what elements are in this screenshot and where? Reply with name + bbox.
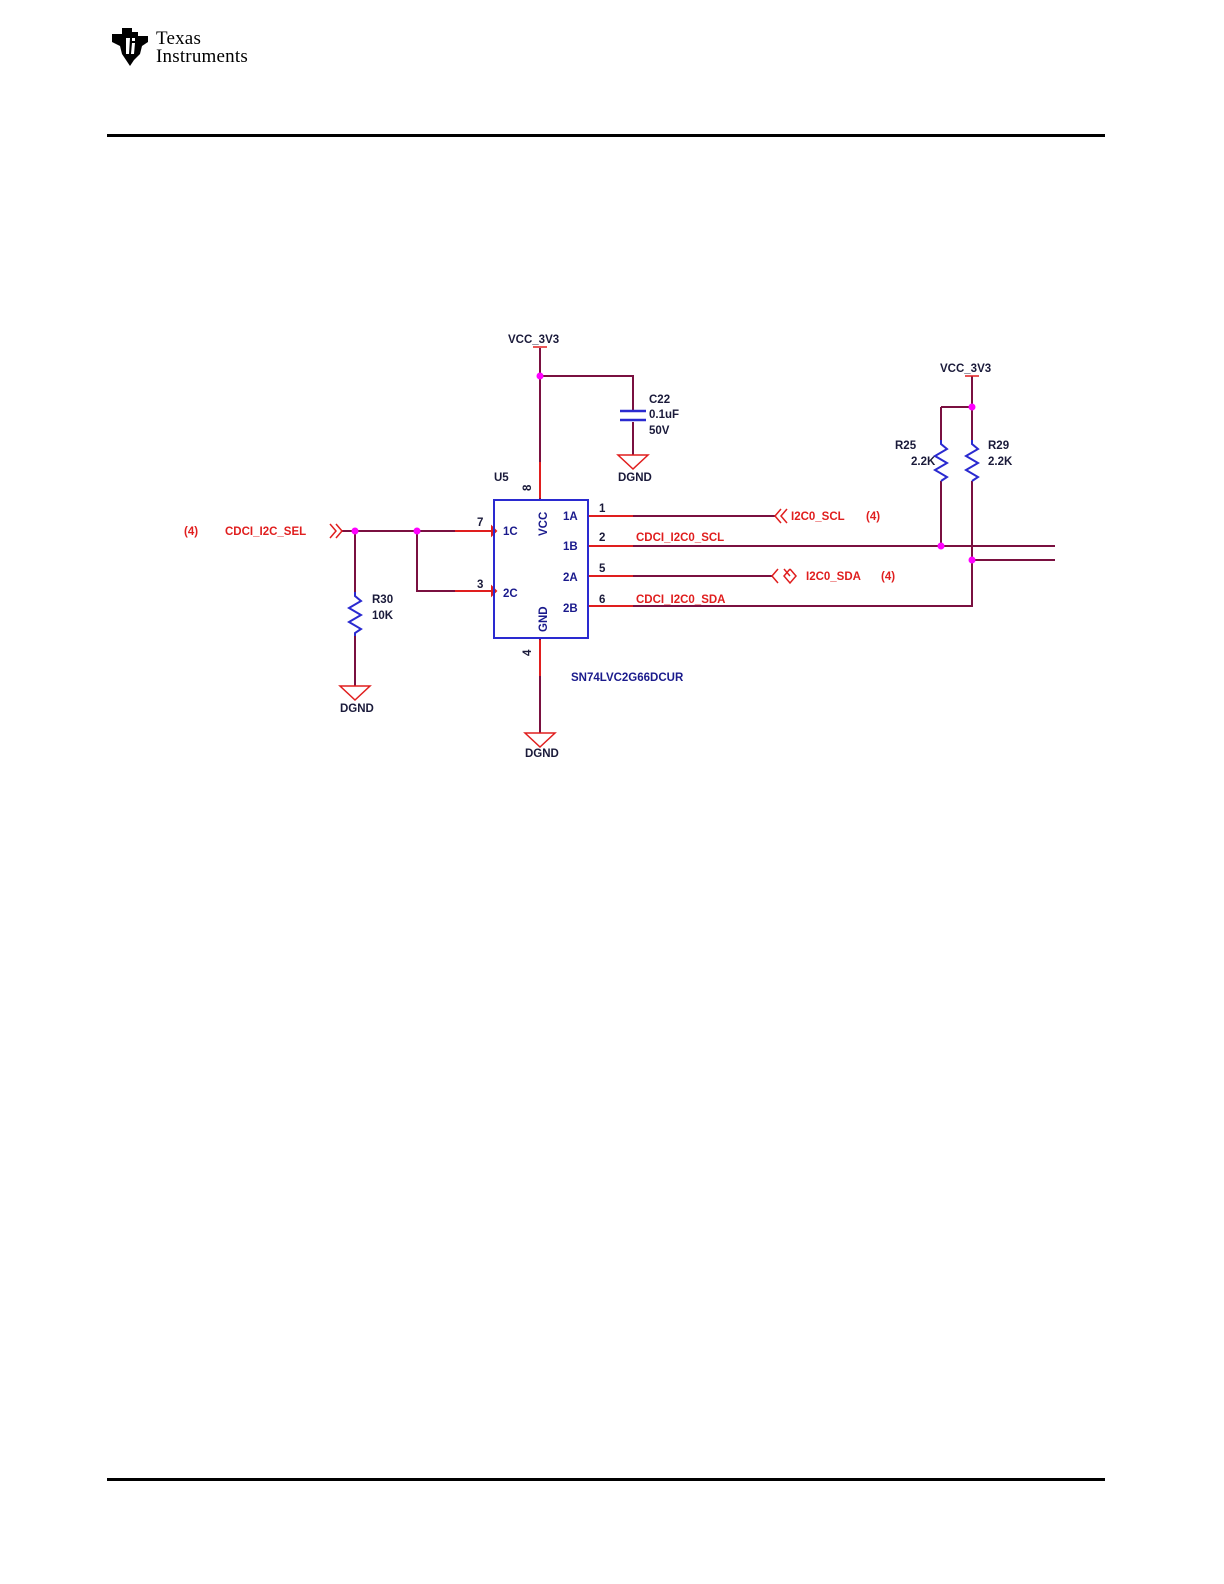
pin-stubs	[455, 462, 633, 676]
c22-value: 0.1uF	[649, 409, 679, 421]
pin-1a-label: 1A	[563, 511, 578, 523]
c22-voltage: 50V	[649, 425, 670, 437]
r29-resistor	[966, 440, 978, 481]
cdci-scl-label: CDCI_I2C0_SCL	[636, 532, 724, 544]
r25-value: 2.2K	[911, 456, 936, 468]
gnd-cap-icon	[618, 455, 648, 469]
gnd-r30-icon	[340, 686, 370, 700]
sda-port-icon	[772, 569, 796, 583]
pin-1b-label: 1B	[563, 541, 578, 553]
pin-1c-label: 1C	[503, 526, 518, 538]
pin-num-1a: 1	[599, 503, 606, 515]
pin-vcc-label: VCC	[538, 512, 550, 536]
pin-2b-label: 2B	[563, 603, 578, 615]
r25-ref: R25	[895, 440, 917, 452]
c22-ref: C22	[649, 394, 670, 406]
sel-net-label: CDCI_I2C_SEL	[225, 526, 306, 538]
pin-num-vcc: 8	[522, 484, 534, 491]
gnd-ic-icon	[525, 733, 555, 747]
footer-rule	[107, 1478, 1105, 1481]
u5-part: SN74LVC2G66DCUR	[571, 672, 684, 684]
power-stubs	[533, 347, 979, 376]
r30-ref: R30	[372, 594, 393, 606]
vcc-top-label: VCC_3V3	[508, 334, 559, 346]
sel-port-icon	[330, 524, 342, 538]
sda-ref: (4)	[881, 571, 895, 583]
sel-ref: (4)	[184, 526, 198, 538]
pin-num-2a: 5	[599, 563, 606, 575]
c22-capacitor	[620, 411, 646, 420]
pin-2a-label: 2A	[563, 572, 578, 584]
u5-ref: U5	[494, 472, 509, 484]
r30-value: 10K	[372, 610, 394, 622]
scl-port-label: I2C0_SCL	[791, 511, 845, 523]
pin-num-gnd: 4	[522, 649, 534, 656]
scl-port-icon	[775, 509, 787, 523]
r29-value: 2.2K	[988, 456, 1013, 468]
pin-gnd-label: GND	[538, 606, 550, 632]
gnd-ic-label: DGND	[525, 748, 559, 760]
r25-resistor	[935, 440, 947, 481]
pin-num-1c: 7	[477, 517, 483, 529]
pin-num-2c: 3	[477, 579, 483, 591]
pin-2c-label: 2C	[503, 588, 518, 600]
r29-ref: R29	[988, 440, 1009, 452]
cdci-sda-label: CDCI_I2C0_SDA	[636, 594, 725, 606]
sda-port-label: I2C0_SDA	[806, 571, 861, 583]
vcc-right-label: VCC_3V3	[940, 363, 991, 375]
pin-num-1b: 2	[599, 532, 605, 544]
c22-wire-top	[540, 376, 633, 410]
r30-resistor	[349, 592, 361, 636]
pin-num-2b: 6	[599, 594, 605, 606]
gnd-r30-label: DGND	[340, 703, 374, 715]
scl-ref: (4)	[866, 511, 880, 523]
gnd-cap-label: DGND	[618, 472, 652, 484]
